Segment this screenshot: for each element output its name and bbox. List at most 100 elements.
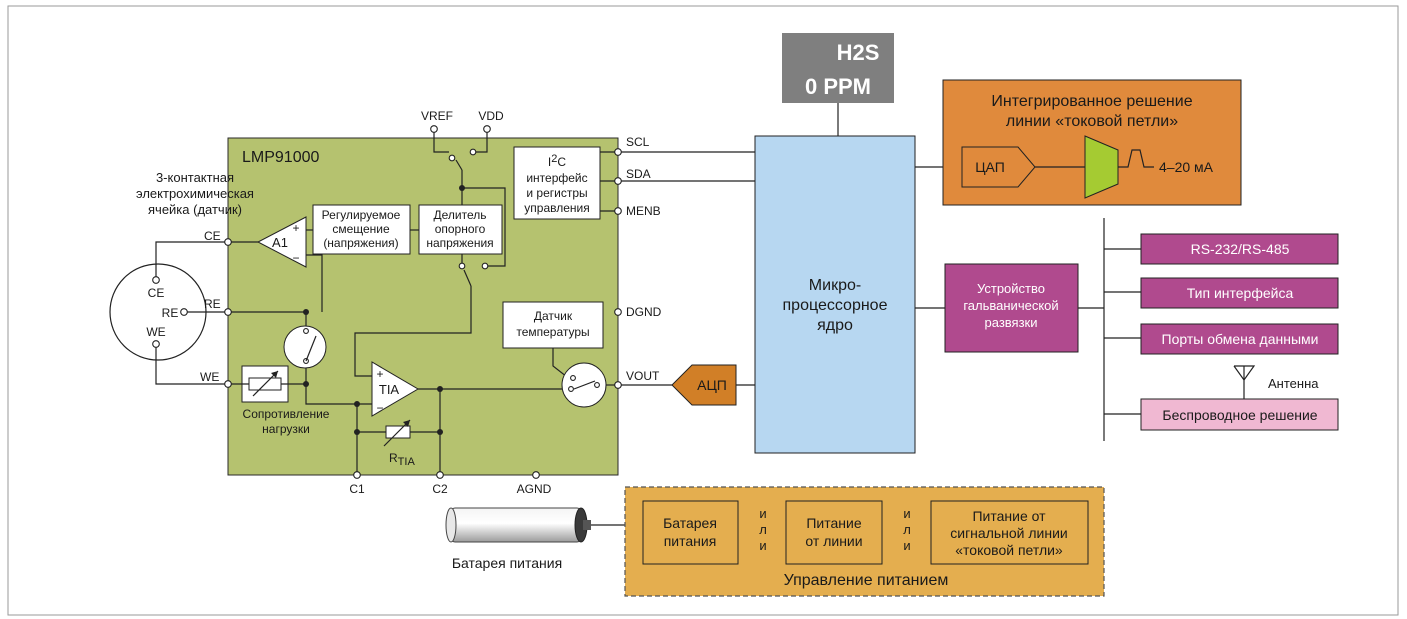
or1-c: и	[759, 538, 766, 553]
interface-type-label: Тип интерфейса	[1187, 285, 1294, 301]
wireless-label: Беспроводное решение	[1162, 407, 1317, 423]
i2c-title: I2C	[548, 153, 566, 169]
mcu-core	[754, 135, 916, 454]
iso-line1: Устройство	[977, 281, 1045, 296]
battery-icon	[445, 507, 591, 543]
wireless-solution-box	[1140, 398, 1339, 431]
or2-b: л	[903, 522, 911, 537]
or2-c: и	[903, 538, 910, 553]
h2s-line2: 0 PPM	[805, 74, 871, 99]
pin-sda-label: SDA	[626, 167, 651, 181]
loop-option-line1: Питание от	[972, 508, 1046, 524]
adc-label: АЦП	[697, 377, 727, 393]
load-resistor-line2: нагрузки	[262, 422, 310, 436]
sensor-label-line1: 3-контактная	[156, 170, 234, 185]
pin-dgnd-label: DGND	[626, 305, 662, 319]
pin-ce	[224, 238, 232, 246]
battery-option-line2: питания	[664, 533, 717, 549]
lmp91000-chip: LMP91000 3-контактная электрохимическая …	[109, 109, 662, 496]
pin-vdd	[483, 125, 491, 133]
rs232-rs485-box	[1140, 233, 1339, 265]
rtia-label: RTIA	[389, 451, 415, 468]
or2-a: и	[903, 506, 910, 521]
pin-menb	[614, 207, 622, 215]
pin-c1-label: C1	[349, 482, 365, 496]
pin-vref-label: VREF	[421, 109, 453, 123]
tia-amplifier	[371, 361, 419, 417]
dac-block	[961, 146, 1036, 188]
loop-title-line1: Интегрированное решение	[991, 93, 1192, 110]
h2s-line1: H2S	[837, 40, 880, 65]
battery-label: Батарея питания	[452, 555, 562, 571]
a1-minus: −	[292, 251, 299, 265]
sensor-we-label: WE	[146, 325, 165, 339]
h2s-display	[782, 33, 894, 103]
pin-c2	[436, 471, 444, 479]
pin-c2-label: C2	[432, 482, 448, 496]
line-option-line2: от линии	[805, 533, 862, 549]
reference-divider-box	[418, 204, 503, 255]
data-ports-label: Порты обмена данными	[1162, 331, 1319, 347]
pin-scl-label: SCL	[626, 135, 650, 149]
pin-re-label: RE	[204, 297, 221, 311]
ref-line2: опорного	[435, 222, 486, 236]
a1-label: A1	[272, 235, 288, 250]
adc-block	[671, 364, 737, 406]
tia-label: TIA	[379, 382, 400, 397]
mcu-line1: Микро-	[809, 277, 861, 294]
sensor-label-line3: ячейка (датчик)	[148, 202, 242, 217]
battery-power-option	[642, 500, 739, 565]
loop-power-option	[930, 500, 1089, 565]
loop-range: 4–20 мА	[1159, 159, 1214, 175]
pin-vout	[614, 381, 622, 389]
sensor-re-label: RE	[162, 306, 179, 320]
pin-we-label: WE	[200, 370, 219, 384]
power-title: Управление питанием	[784, 572, 949, 589]
interface-type-box	[1140, 277, 1339, 309]
bias-line3: (напряжения)	[323, 236, 398, 250]
temp-line2: температуры	[516, 325, 589, 339]
iso-line3: развязки	[985, 315, 1038, 330]
bias-line2: смещение	[332, 222, 390, 236]
pin-ce-label: CE	[204, 229, 221, 243]
diagram-frame	[7, 5, 1399, 616]
antenna-label: Антенна	[1268, 376, 1319, 391]
loop-title-line2: линии «токовой петли»	[1006, 113, 1178, 130]
mcu-line3: ядро	[817, 317, 853, 334]
sensor-label-line2: электрохимическая	[136, 186, 254, 201]
pin-dgnd	[614, 308, 622, 316]
pin-re	[224, 308, 232, 316]
pin-agnd	[532, 471, 540, 479]
pin-we	[224, 380, 232, 388]
pin-agnd-label: AGND	[517, 482, 552, 496]
bias-line1: Регулируемое	[322, 208, 401, 222]
line-option-line1: Питание	[806, 515, 861, 531]
rs232-label: RS-232/RS-485	[1191, 241, 1290, 257]
pin-menb-label: MENB	[626, 204, 661, 218]
chip-name: LMP91000	[242, 149, 319, 166]
dac-label: ЦАП	[975, 159, 1005, 175]
load-resistor-line1: Сопротивление	[243, 407, 330, 421]
iso-line2: гальванической	[963, 298, 1058, 313]
temp-line1: Датчик	[534, 309, 573, 323]
i2c-line3: управления	[524, 201, 589, 215]
loop-option-line2: сигнальной линии	[950, 525, 1068, 541]
pin-c1	[353, 471, 361, 479]
loop-option-line3: «токовой петли»	[955, 542, 1063, 558]
or1-b: л	[759, 522, 767, 537]
ref-line1: Делитель	[434, 208, 487, 222]
electrochemical-sensor: 3-контактная электрохимическая ячейка (д…	[109, 170, 254, 361]
pin-scl	[614, 148, 622, 156]
or1-a: и	[759, 506, 766, 521]
pin-sda	[614, 177, 622, 185]
temperature-sensor-box	[502, 301, 604, 349]
line-power-option	[785, 500, 883, 565]
loop-driver-amplifier	[1084, 135, 1119, 199]
i2c-interface-box	[513, 146, 601, 220]
bias-box	[312, 204, 411, 255]
battery-option-line1: Батарея	[663, 515, 717, 531]
a1-plus: +	[292, 221, 299, 235]
antenna-icon	[1233, 365, 1256, 399]
pin-vout-label: VOUT	[626, 369, 660, 383]
a1-amplifier	[256, 216, 307, 268]
